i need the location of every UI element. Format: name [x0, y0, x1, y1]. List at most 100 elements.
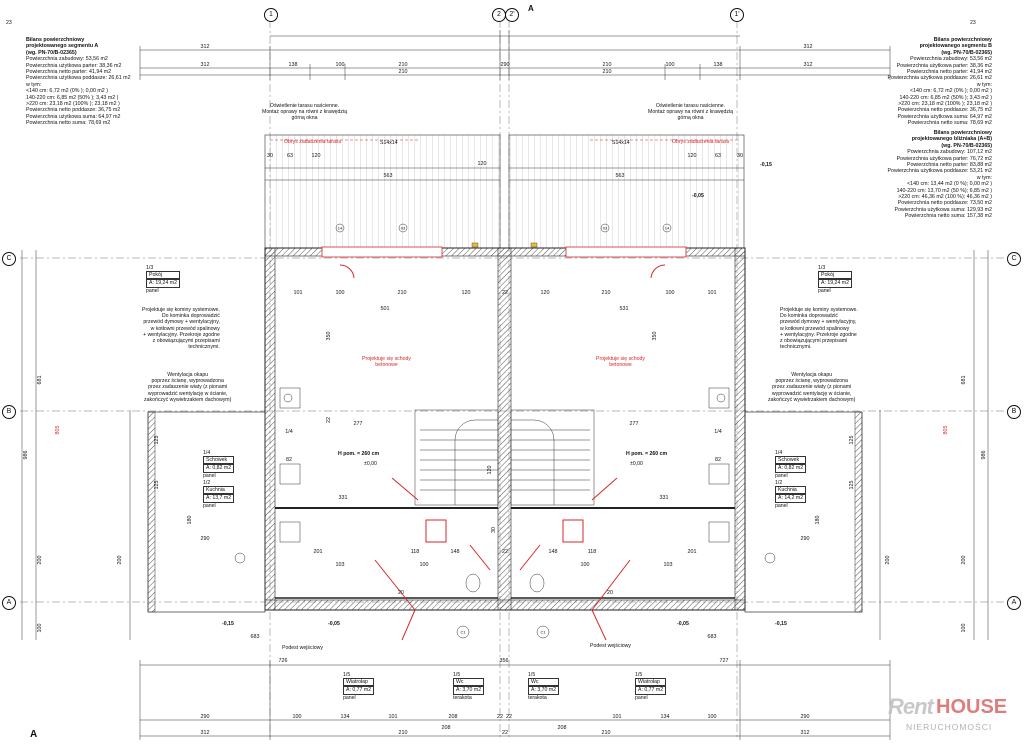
dim-label: 200 [37, 555, 43, 565]
balance-total-line: Powierzchnia netto suma: 157,38 m2 [904, 213, 992, 220]
grid-bubble-c-left: C [2, 252, 16, 266]
room-area: A: 19,24 m2 [818, 279, 852, 288]
balance-b-title-3: (wg. PN-70/B-02365) [941, 49, 992, 56]
room-number: 1/4 [203, 450, 211, 456]
doors [339, 264, 666, 641]
dim-label: 100 [335, 62, 345, 68]
floor-level-right: ±0,00 [630, 461, 643, 467]
note-line: Do kominka doprowadzić [780, 313, 838, 320]
note-line: Projektuje się kominy systemowe. [142, 307, 220, 313]
room-wc-left: 1/5 Wc A: 3,70 m2 terakota [453, 672, 485, 701]
dim-label: 22 [506, 714, 512, 720]
dim-label: 125 [849, 480, 855, 490]
terraces [264, 134, 745, 251]
room-number: 1/2 [203, 480, 211, 486]
dim-label: 331 [659, 495, 669, 501]
dim-label: 14 [337, 225, 343, 231]
balance-b-line: Powierzchnia użytkowa parter: 38,36 m2 [896, 62, 992, 69]
dim-label: 681 [37, 375, 43, 385]
room-area: A: 0,77 m2 [343, 686, 375, 695]
dim-label: 290 [200, 536, 210, 542]
note-line: Montaż oprawy na równi z krawędzią [648, 109, 734, 116]
grid-bubble-b-left: B [2, 405, 16, 419]
dim-label: 210 [398, 730, 408, 736]
room-name: Schowek [775, 456, 807, 465]
dim-label: 805 [943, 425, 949, 435]
balance-b-line: w tym: [976, 81, 992, 88]
dim-label: 22 [326, 417, 332, 423]
dim-label: 138 [288, 62, 298, 68]
dim-label: 290 [800, 714, 810, 720]
dim-label: 100 [335, 290, 345, 296]
dim-label: 210 [601, 730, 611, 736]
top-dimensions [139, 30, 891, 80]
note-line: Oświetlenie tarasu naścienne. [269, 103, 340, 109]
fixtures [234, 387, 776, 639]
room-name: Wc [528, 678, 560, 687]
dim-label: 501 [380, 306, 390, 312]
dim-label: 331 [338, 495, 348, 501]
room-floor: panel [343, 694, 356, 701]
balance-a-title-2: projektowanego segmentu A [26, 43, 99, 50]
note-line: poprzez ścianę, wyprowadzona [151, 378, 224, 385]
grid-bubble-b-right: B [1007, 405, 1021, 419]
floor-level-left: ±0,00 [364, 461, 377, 467]
dim-label: 350 [652, 331, 658, 341]
note-line: przewód dymowy + wentylacyjny, [143, 319, 220, 326]
dim-label: 290 [200, 714, 210, 720]
level-mark: -0,15 [222, 621, 234, 627]
grid-bubble-c-right: C [1007, 252, 1021, 266]
balance-a-line: <140 cm: 6,72 m2 (0% ); 0,00 m2 ) [26, 88, 108, 95]
note-line: w kotłowni przewód spalinowy [780, 325, 850, 332]
dim-label: 312 [800, 730, 810, 736]
room-floor: panel [203, 472, 216, 479]
room-kuchnia-left: 1/2 Kuchnia A: 13,7 m2 panel [203, 480, 235, 509]
room-pokoj-right: 1/3 Pokój A: 19,24 m2 panel [818, 265, 852, 294]
dim-label: 200 [961, 555, 967, 565]
balance-total-line: w tym: [976, 174, 992, 181]
balance-b-line: <140 cm: 6,72 m2 (0% ); 0,00 m2 ) [910, 88, 992, 95]
dim-label: 531 [619, 306, 629, 312]
dim-label: 120 [461, 290, 471, 296]
dim-label: 100 [37, 623, 43, 633]
dim-label: 200 [117, 555, 123, 565]
room-schowek-right: 1/4 Schowek A: 0,82 m2 panel [775, 450, 807, 479]
dim-label: 312 [200, 44, 210, 50]
room-number: 1/4 [775, 450, 783, 456]
dim-label: 290 [800, 536, 810, 542]
balance-a-line: >220 cm: 23,18 m2 (100% ); 23,18 m2 ) [26, 101, 120, 108]
dim-label: 986 [23, 450, 29, 460]
room-height-left: H pom. = 260 cm [338, 451, 380, 457]
dim-label: 100 [580, 562, 590, 568]
dim-label: 290 [500, 62, 510, 68]
dim-label: 200 [885, 555, 891, 565]
balance-b-line: Powierzchnia netto parter: 41,94 m2 [906, 69, 992, 76]
dim-label: 148 [548, 549, 558, 555]
balance-total-line: >220 cm: 46,36 m2 (100 %); 46,36 m2 ) [898, 194, 992, 201]
grid-bubble-1p: 1' [730, 8, 744, 22]
dim-label: 03 [602, 225, 608, 231]
room-name: Kuchnia [775, 486, 807, 495]
dim-label: 30 [737, 153, 743, 159]
balance-b-line: Powierzchnia zabudowy: 53,56 m2 [910, 56, 992, 63]
room-number: 1/5 [453, 672, 461, 678]
room-area: A: 13,7 m2 [203, 494, 235, 503]
room-floor: panel [775, 502, 788, 509]
dim-label: C1 [460, 629, 466, 635]
dim-label: 986 [981, 450, 987, 460]
note-line: Montaż oprawy na równi z krawędzią [262, 109, 348, 116]
room-pokoj-left: 1/3 Pokój A: 19,24 m2 panel [146, 265, 180, 294]
balance-a-title-1: Bilans powierzchniowy [26, 37, 85, 43]
room-name: Wc [453, 678, 485, 687]
dim-label: 681 [961, 375, 967, 385]
room-number: 1/3 [818, 265, 826, 271]
note-line: Projektuje się kominy systemowe. [780, 307, 858, 313]
bottom-dimensions [139, 660, 891, 740]
note-line: + wentylacyjny. Przekroje zgodne [780, 331, 857, 338]
balance-total-line: 140-220 cm: 13,70 m2 (50 %); 6,85 m2 ) [896, 187, 992, 194]
note-line: + wentylacyjny. Przekroje zgodne [143, 331, 220, 338]
dim-label: 210 [602, 62, 612, 68]
dim-label: 100 [665, 62, 675, 68]
corner-tag-right: 23 [970, 20, 976, 26]
